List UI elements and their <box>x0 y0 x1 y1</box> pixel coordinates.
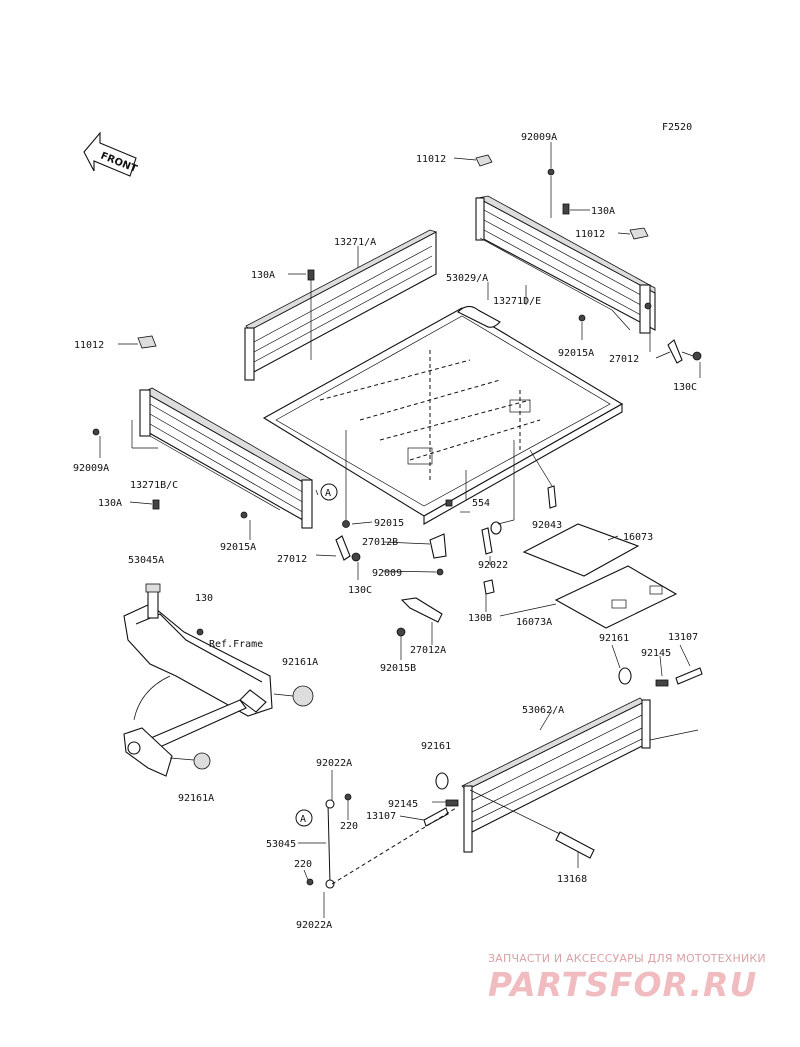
cable-53045 <box>298 770 457 918</box>
label-92009: 92009 <box>372 568 402 579</box>
hinge-554 <box>445 499 453 507</box>
label-92022: 92022 <box>478 560 508 571</box>
nut-92009A-left <box>92 428 100 436</box>
label-92145-right: 92145 <box>641 648 671 659</box>
label-13168: 13168 <box>557 874 587 885</box>
label-92161A-bottom: 92161A <box>178 793 214 804</box>
watermark-tagline: ЗАПЧАСТИ И АКСЕССУАРЫ ДЛЯ МОТОТЕХНИКИ <box>488 952 766 965</box>
bolt-130A-left <box>307 269 315 281</box>
reference-frame <box>123 583 273 777</box>
label-92015A-right: 92015A <box>558 348 594 359</box>
nut-92015A-left <box>240 511 248 519</box>
label-92009A-top: 92009A <box>521 132 557 143</box>
callout-a-upper: A <box>320 483 338 501</box>
label-92022A-top: 92022A <box>316 758 352 769</box>
nut-92015 <box>342 520 350 528</box>
label-92161A-top: 92161A <box>282 657 318 668</box>
bed-floor <box>262 305 624 525</box>
cap-92161-right <box>618 667 632 685</box>
cap-11012-left <box>137 335 157 349</box>
pin-92022 <box>481 527 493 555</box>
left-side-panel <box>139 387 313 529</box>
label-92022A-bottom: 92022A <box>296 920 332 931</box>
watermark-logo: PARTSFOR.RU <box>488 965 758 1004</box>
rod-13168 <box>555 831 595 859</box>
nut-92009A-top <box>547 168 555 176</box>
pin-13107-center <box>423 807 449 827</box>
cap-92161A-bottom <box>193 752 211 770</box>
bolt-130B <box>483 579 495 595</box>
svg-text:A: A <box>300 814 306 825</box>
pin-13107-right <box>675 667 703 685</box>
bolt-92043 <box>547 485 557 509</box>
label-53029A: 53029/A <box>446 273 488 284</box>
label-27012-right: 27012 <box>609 354 639 365</box>
label-16073: 16073 <box>623 532 653 543</box>
label-13271DE: 13271D/E <box>493 296 541 307</box>
bolt-130A-right <box>562 203 570 215</box>
right-side-panel <box>475 195 656 334</box>
label-220-bottom: 220 <box>294 859 312 870</box>
label-130: 130 <box>195 593 213 604</box>
label-53045A: 53045A <box>128 555 164 566</box>
bolt-130A-lower <box>152 499 160 510</box>
cap-92161-center <box>435 772 449 790</box>
label-13271A: 13271/A <box>334 237 376 248</box>
mat-16073A <box>554 565 678 629</box>
label-130C-left: 130C <box>348 585 372 596</box>
label-27012-left: 27012 <box>277 554 307 565</box>
leader-lines <box>99 142 701 660</box>
nut-92015B <box>396 627 406 637</box>
label-130A-left: 130A <box>251 270 275 281</box>
front-direction-arrow: FRONT <box>83 131 139 177</box>
spring-92145-center <box>445 799 459 807</box>
mat-16073 <box>522 523 640 577</box>
label-92043: 92043 <box>532 520 562 531</box>
cap-11012-top <box>475 154 493 167</box>
label-16073A: 16073A <box>516 617 552 628</box>
cap-92161A-top <box>292 685 314 707</box>
label-13107-center: 13107 <box>366 811 396 822</box>
label-92015B: 92015B <box>380 663 416 674</box>
label-53062A: 53062/A <box>522 705 564 716</box>
label-ref-frame: Ref.Frame <box>209 639 263 650</box>
label-130C-right: 130C <box>673 382 697 393</box>
svg-text:A: A <box>325 488 331 499</box>
bracket-27012A <box>400 597 443 623</box>
label-130A-lower: 130A <box>98 498 122 509</box>
figure-code: F2520 <box>662 122 692 133</box>
label-92015: 92015 <box>374 518 404 529</box>
label-11012-right: 11012 <box>575 229 605 240</box>
front-panel <box>244 229 438 381</box>
bracket-27012B <box>429 533 447 559</box>
bolt-130C-left <box>351 552 361 562</box>
label-92161-right: 92161 <box>599 633 629 644</box>
label-53045: 53045 <box>266 839 296 850</box>
label-13107-right: 13107 <box>668 632 698 643</box>
label-27012B: 27012B <box>362 537 398 548</box>
cap-11012-right <box>629 227 649 240</box>
label-130A-right: 130A <box>591 206 615 217</box>
nut-92015A-right <box>578 314 586 322</box>
label-13271BC: 13271B/C <box>130 480 178 491</box>
label-92145-center: 92145 <box>388 799 418 810</box>
spring-92145-right <box>655 679 669 687</box>
label-220-top: 220 <box>340 821 358 832</box>
label-11012-left: 11012 <box>74 340 104 351</box>
label-92161-center: 92161 <box>421 741 451 752</box>
label-92015A-left: 92015A <box>220 542 256 553</box>
label-130B: 130B <box>468 613 492 624</box>
callout-a-lower: A <box>295 809 313 827</box>
left-clamp <box>335 535 351 561</box>
tailgate <box>461 697 651 853</box>
right-clamp <box>667 339 702 364</box>
label-27012A: 27012A <box>410 645 446 656</box>
label-92009A-left: 92009A <box>73 463 109 474</box>
label-11012-top: 11012 <box>416 154 446 165</box>
label-554: 554 <box>472 498 490 509</box>
